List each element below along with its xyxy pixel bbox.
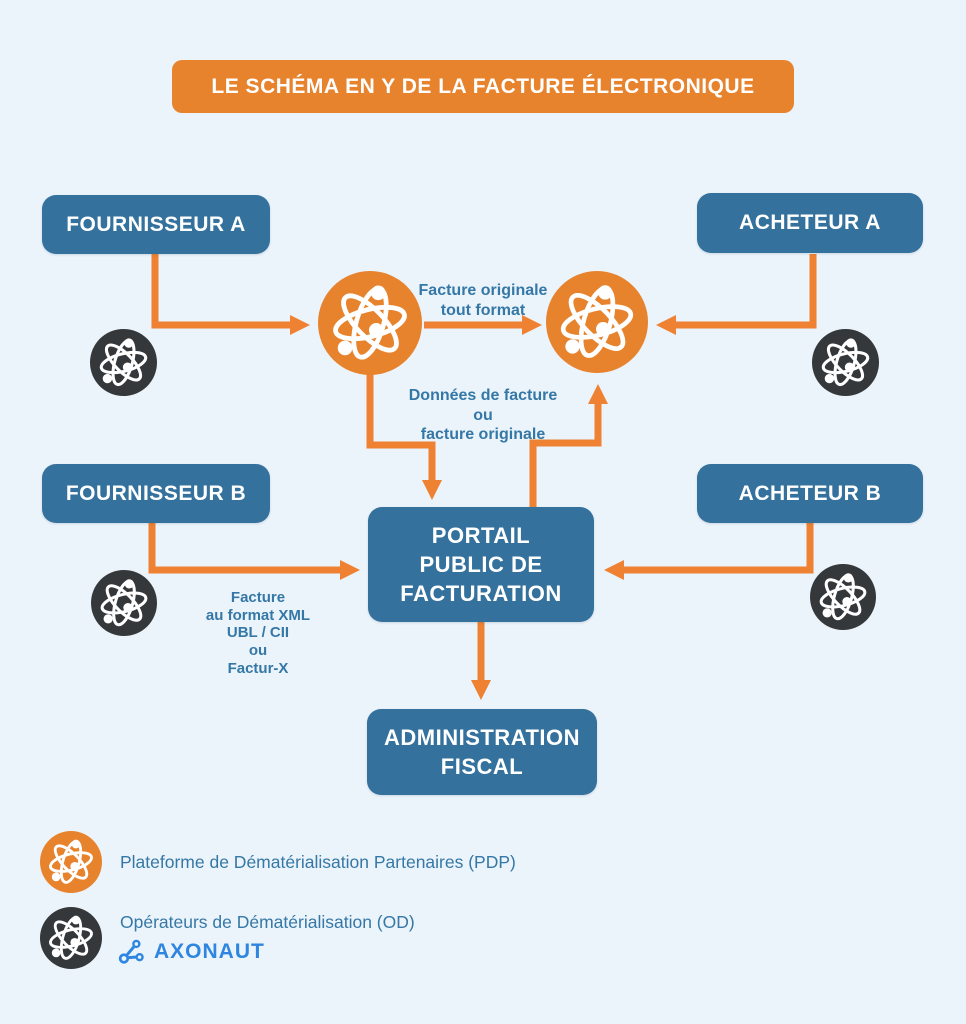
legend-od-label: Opérateurs de Dématérialisation (OD) [120,912,415,932]
molecule-share-icon [118,939,144,964]
page-title: LE SCHÉMA EN Y DE LA FACTURE ÉLECTRONIQU… [172,60,794,113]
od-atom-icon-acheteur-a [812,329,879,396]
brand-name: AXONAUT [154,939,265,963]
label-facture-xml: Facture au format XML UBL / CII ou Factu… [205,589,311,677]
legend-od-atom-icon [40,907,102,969]
node-fournisseur-b: FOURNISSEUR B [42,464,270,523]
od-atom-icon-fournisseur-a [90,329,157,396]
label-facture-originale: Facture originale tout format [418,282,548,319]
arrow-acheteur-b-to-portail [604,523,814,580]
brand-axonaut: AXONAUT [118,938,265,965]
node-fournisseur-a: FOURNISSEUR A [42,195,270,254]
node-acheteur-a: ACHETEUR A [697,193,923,253]
od-atom-icon-fournisseur-b [91,570,157,636]
node-portail-public-facturation: PORTAIL PUBLIC DE FACTURATION [368,507,594,622]
node-administration-fiscal: ADMINISTRATION FISCAL [367,709,597,795]
legend-pdp-label: Plateforme de Dématérialisation Partenai… [120,852,516,872]
legend-pdp-atom-icon [40,831,102,893]
od-atom-icon-acheteur-b [810,564,876,630]
arrow-acheteur-a-to-pdp [656,254,817,335]
label-donnees-facture: Données de facture ou facture originale [408,387,558,444]
node-acheteur-b: ACHETEUR B [697,464,923,523]
arrow-fournisseur-a-to-pdp [151,254,310,335]
arrow-fournisseur-b-to-portail [148,523,360,580]
